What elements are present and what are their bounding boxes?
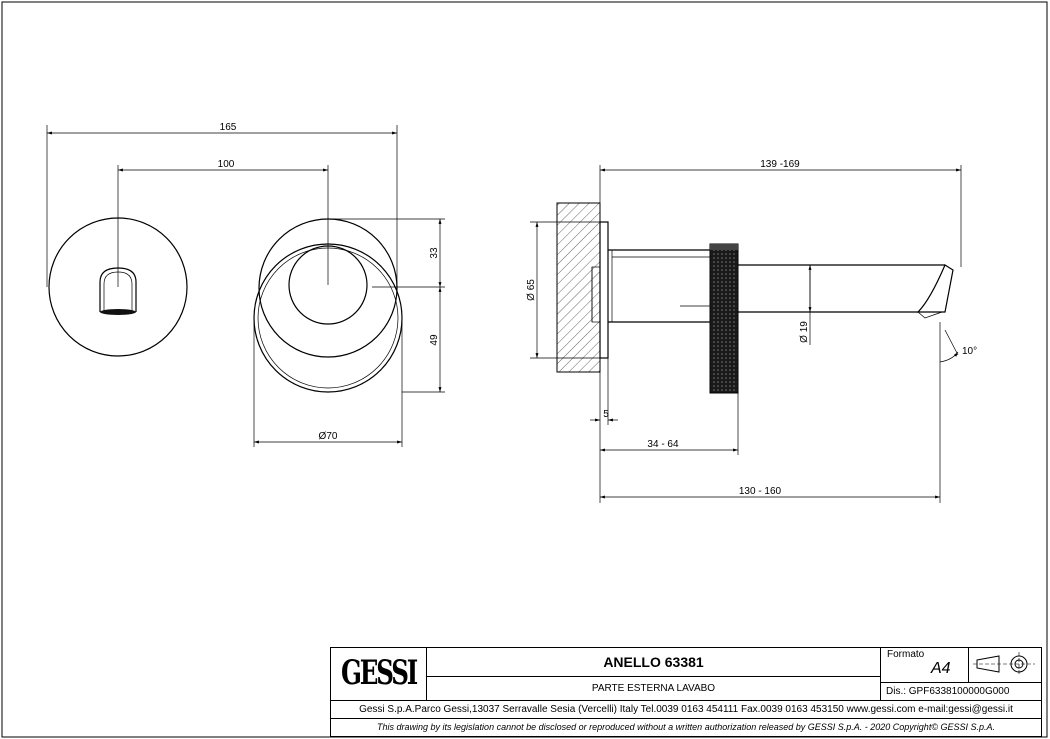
drawing-number-cell: Dis.: GPF6338100000G000 [881,683,1041,700]
format-label: Formato [887,649,925,660]
format-value: A4 [931,660,951,677]
company-address: Gessi S.p.A.Parco Gessi,13037 Serravalle… [359,704,1013,715]
dim-100: 100 [218,159,235,170]
projection-cell [969,648,1041,683]
aerator-icon [100,309,136,315]
dim-130-160: 130 - 160 [739,486,782,497]
product-subtitle: PARTE ESTERNA LAVABO [591,683,716,694]
dim-5: 5 [603,409,609,420]
side-dimension-lines [535,168,961,499]
product-cell: ANELLO 63381 PARTE ESTERNA LAVABO [427,648,881,700]
projection-symbol-icon [973,652,1035,676]
side-view-spout-body [608,249,954,323]
dim-165: 165 [220,122,237,133]
gessi-logo: GESSI [341,653,418,693]
dim-diameter-65: Ø 65 [526,279,537,301]
format-cell: Formato A4 [881,648,969,683]
front-dimension-lines [47,131,442,444]
dim-33: 33 [429,247,440,259]
title-divider [427,676,880,677]
side-view-wall-section [556,202,601,373]
dim-49: 49 [429,334,440,346]
dim-139-169: 139 -169 [760,159,800,170]
dim-diameter-70: Ø70 [319,431,338,442]
title-block: GESSI ANELLO 63381 PARTE ESTERNA LAVABO … [330,647,1042,737]
front-extension-lines [46,125,445,447]
copyright-notice: This drawing by its legislation cannot b… [377,722,995,732]
product-title: ANELLO 63381 [603,654,704,670]
side-extension-lines [530,165,962,503]
dim-diameter-19: Ø 19 [799,321,810,343]
notice-cell: This drawing by its legislation cannot b… [331,718,1041,736]
dim-34-64: 34 - 64 [647,439,679,450]
drawing-number: Dis.: GPF6338100000G000 [886,686,1010,697]
dim-angle-10: 10° [962,346,977,357]
address-cell: Gessi S.p.A.Parco Gessi,13037 Serravalle… [331,700,1041,718]
side-view-ring-handle [709,243,739,394]
logo-cell: GESSI [331,648,427,700]
